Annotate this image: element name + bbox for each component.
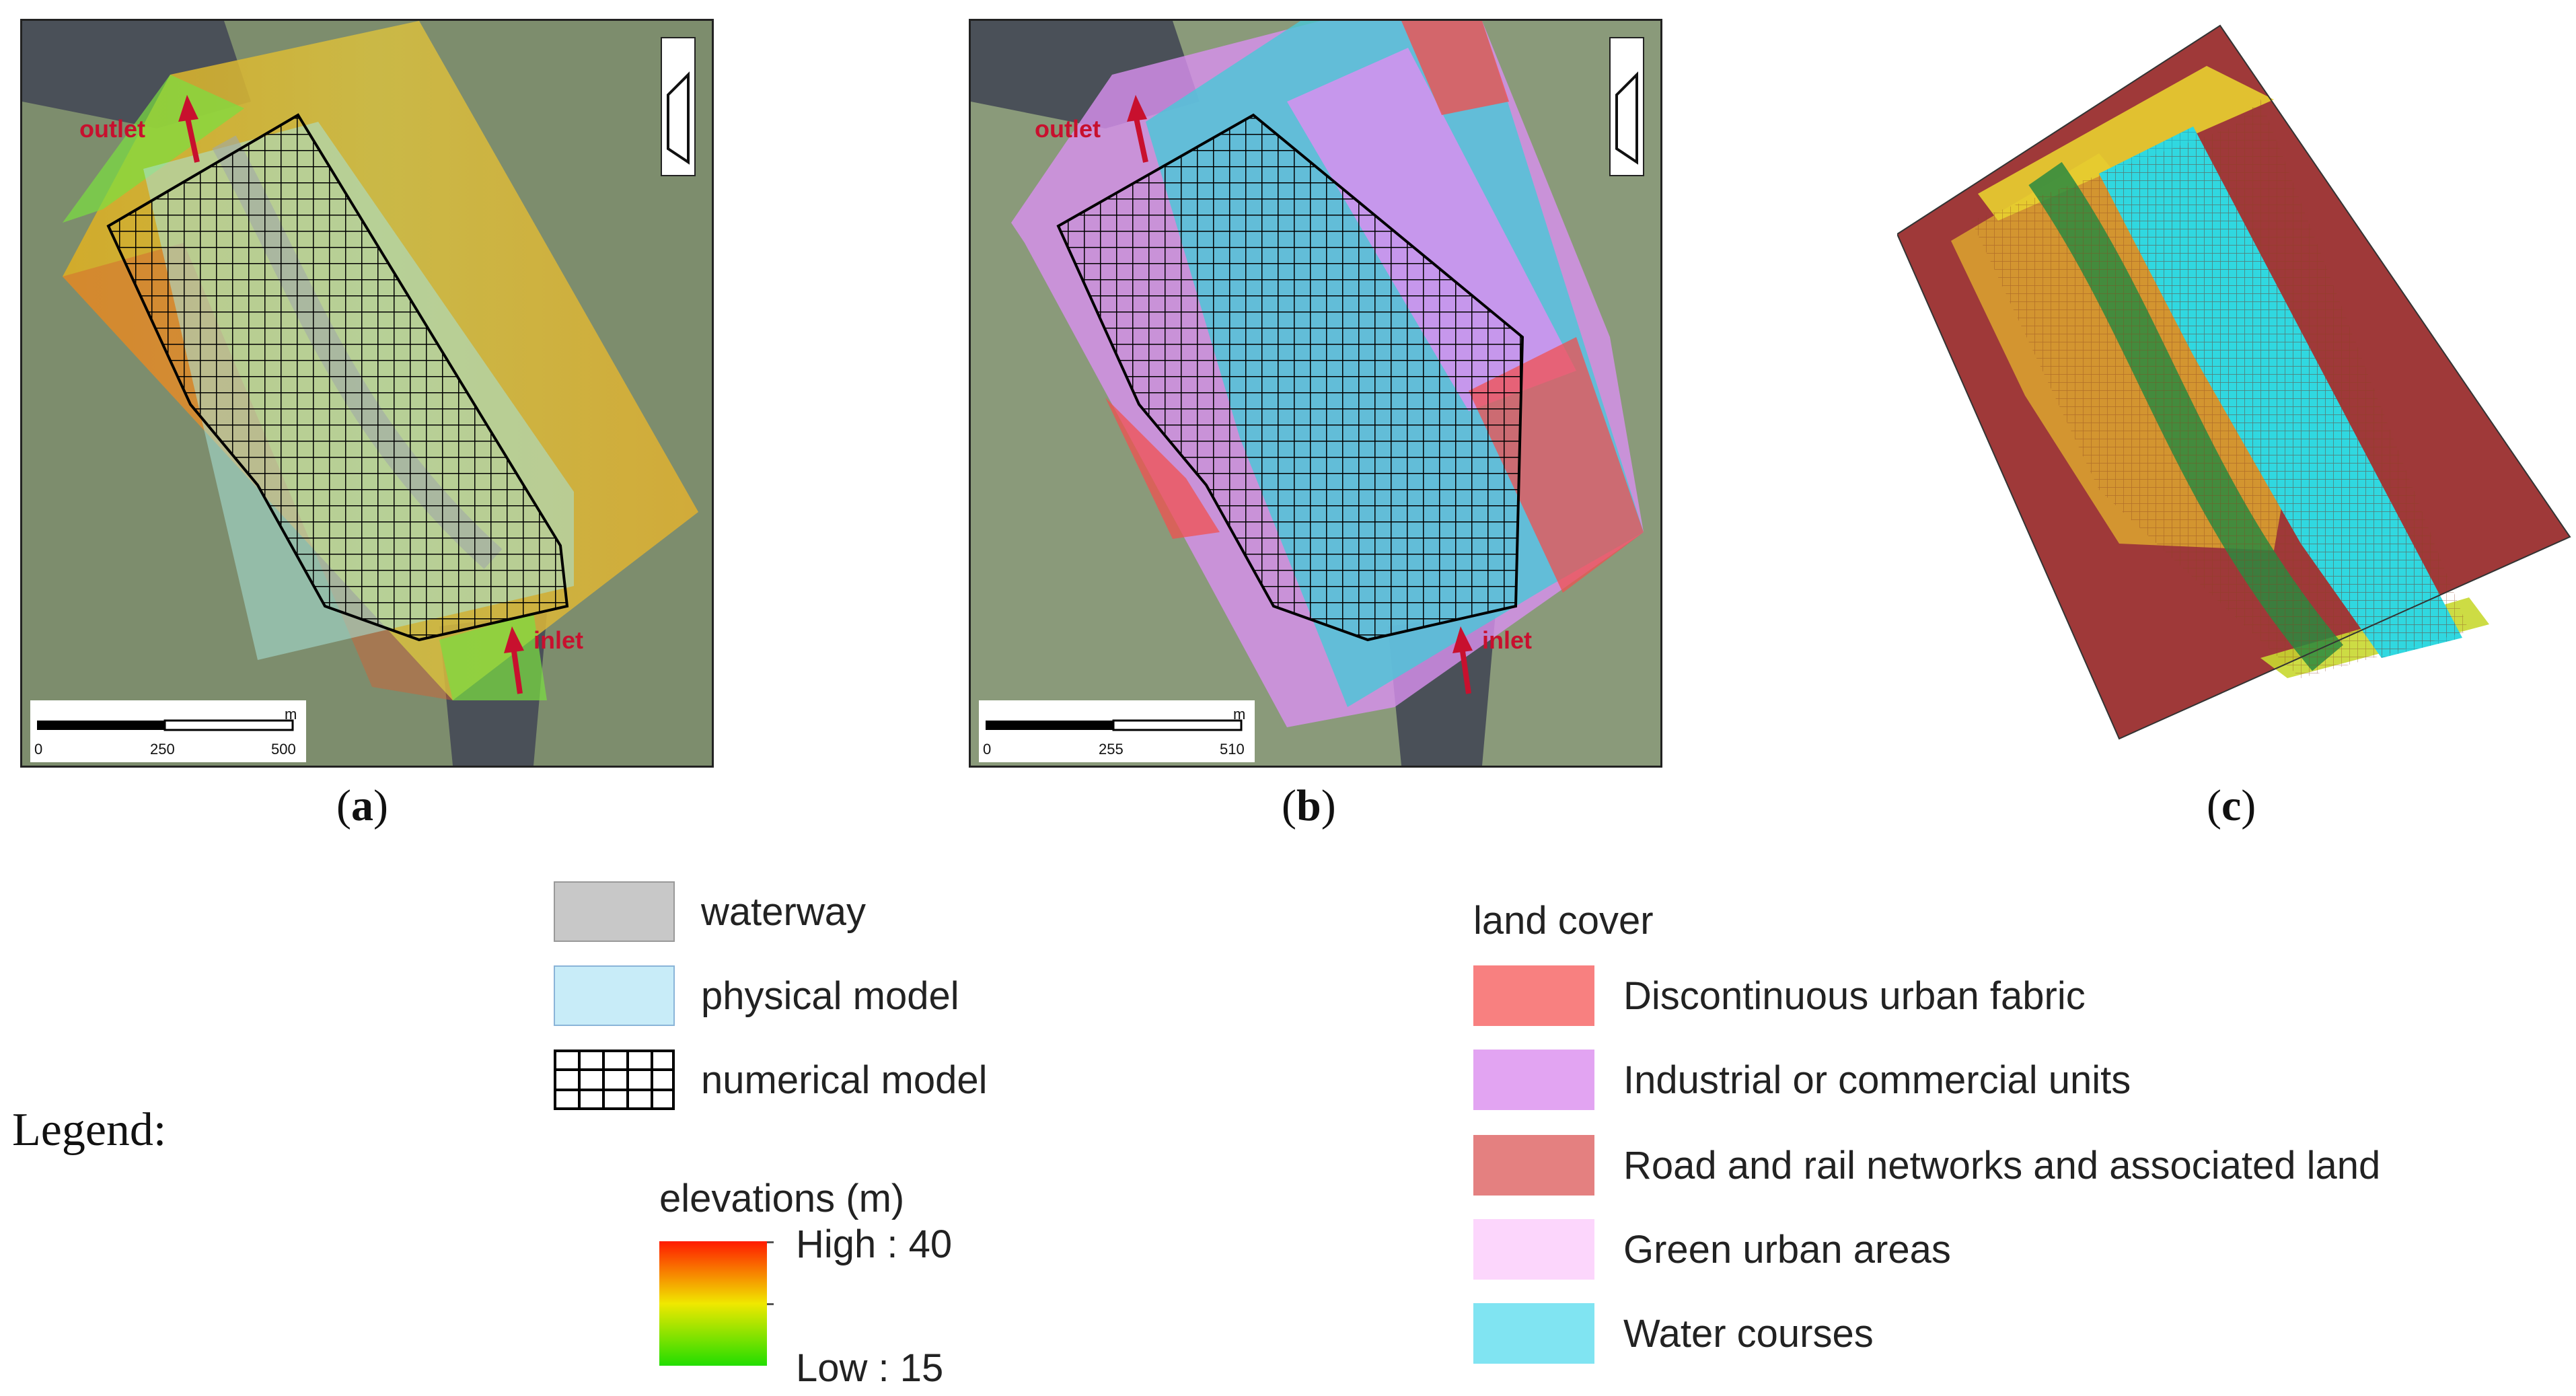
legend-label-urban-fabric: Discontinuous urban fabric [1623, 974, 2086, 1018]
scale-bar-box-a [30, 700, 306, 762]
panel-label-a: (a) [336, 781, 388, 830]
legend-swatch-industrial [1473, 1050, 1594, 1110]
north-arrow-box-a [661, 37, 696, 176]
scale-bar-segment-a2 [163, 719, 294, 731]
elevation-low-label: Low : 15 [796, 1346, 944, 1390]
north-arrow-icon [667, 71, 690, 165]
land-cover-title: land cover [1473, 899, 1654, 943]
scale-tick-b1: 255 [1099, 741, 1124, 758]
legend-label-industrial: Industrial or commercial units [1623, 1058, 2131, 1102]
panel-label-c: (c) [2207, 781, 2256, 830]
map-a-graphic [22, 21, 712, 766]
legend-swatch-road-rail [1473, 1135, 1594, 1196]
north-arrow-icon-b [1615, 71, 1638, 165]
legend-label-green-urban: Green urban areas [1623, 1228, 1951, 1272]
legend-swatch-green-urban [1473, 1219, 1594, 1280]
legend-title: Legend: [12, 1104, 167, 1156]
legend-swatch-water-courses [1473, 1303, 1594, 1364]
outlet-arrow-icon [184, 114, 200, 163]
scale-tick-a0: 0 [34, 741, 43, 758]
scale-unit-b: m [1233, 706, 1246, 723]
scale-tick-b2: 510 [1220, 741, 1245, 758]
legend-label-numerical-model: numerical model [701, 1058, 988, 1102]
legend-label-physical-model: physical model [701, 974, 959, 1018]
north-arrow-box-b [1609, 37, 1644, 176]
scale-tick-a2: 500 [271, 741, 296, 758]
scale-tick-b0: 0 [983, 741, 992, 758]
panel-label-b: (b) [1282, 781, 1336, 830]
numerical-model-grid-b [1056, 113, 1524, 642]
outlet-label-b: outlet [1035, 115, 1101, 143]
scale-tick-a1: 250 [150, 741, 175, 758]
inlet-arrow-icon-b [1459, 646, 1471, 694]
outlet-label-a: outlet [79, 115, 145, 143]
elevation-high-label: High : 40 [796, 1222, 953, 1266]
inlet-arrow-icon [511, 646, 523, 694]
legend-swatch-waterway [554, 881, 675, 942]
legend-swatch-numerical-model [554, 1050, 675, 1110]
legend-label-water-courses: Water courses [1623, 1312, 1874, 1356]
legend-swatch-physical-model [554, 965, 675, 1026]
inlet-label-b: inlet [1482, 626, 1533, 654]
scale-bar-segment-a1 [37, 721, 165, 730]
numerical-model-grid-c [1971, 100, 2469, 678]
legend-label-waterway: waterway [701, 890, 866, 934]
scale-bar-box-b [979, 700, 1255, 762]
inlet-label-a: inlet [533, 626, 584, 654]
elevation-gradient [659, 1241, 767, 1366]
map-panel-a: outlet inlet 0 250 500 m [20, 19, 714, 768]
map-panel-b: outlet inlet 0 255 510 m [969, 19, 1662, 768]
scale-unit-a: m [285, 706, 297, 723]
numerical-model-grid-a [106, 113, 569, 642]
legend-label-road-rail: Road and rail networks and associated la… [1623, 1144, 2381, 1187]
map-c-graphic [1897, 24, 2571, 740]
legend-swatch-urban-fabric [1473, 965, 1594, 1026]
outlet-arrow-icon-b [1133, 114, 1148, 163]
elevation-title: elevations (m) [659, 1177, 905, 1220]
map-b-graphic [971, 21, 1660, 766]
map-panel-c [1897, 19, 2576, 764]
